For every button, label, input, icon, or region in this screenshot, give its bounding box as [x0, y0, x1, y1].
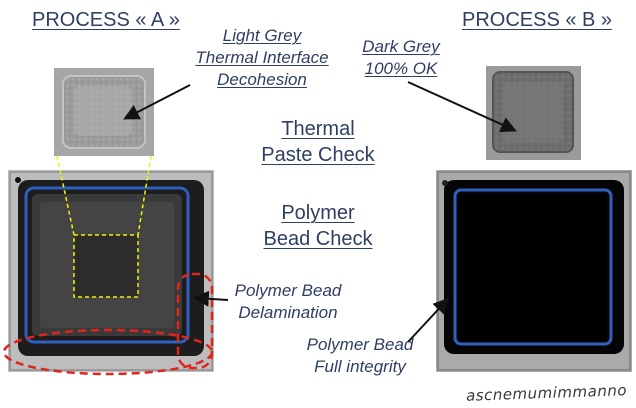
polymer-bead-check-label: Polymer Bead Check [240, 200, 396, 252]
process-a-interface-note: Light Grey Thermal Interface Decohesion [172, 25, 352, 91]
note-line: Polymer Bead [234, 281, 342, 300]
arrow-a-bead [192, 290, 229, 307]
process-b-bead-note: Polymer Bead Full integrity [296, 334, 424, 378]
process-b-thermal-paste-image [486, 66, 581, 160]
note-line: Polymer Bead [306, 335, 414, 354]
thermal-paste-check-label: Thermal Paste Check [240, 116, 396, 168]
arrow-b-bead [407, 297, 450, 343]
label-line: Paste Check [261, 144, 375, 166]
note-line: Decohesion [217, 70, 307, 89]
note-line: Dark Grey [362, 37, 440, 56]
note-line: Full integrity [314, 357, 406, 376]
process-b-title: PROCESS « B » [462, 9, 613, 31]
process-a-bead-package-image [8, 170, 214, 372]
label-line: Polymer [281, 202, 355, 224]
process-b-bead-package-image [436, 170, 632, 372]
process-a-bead-note: Polymer Bead Delamination [224, 280, 352, 324]
delamination-highlights [2, 272, 214, 376]
note-line: Thermal Interface [195, 48, 329, 67]
note-line: Light Grey [222, 26, 302, 45]
label-line: Bead Check [263, 228, 373, 250]
arrow-a-interface [123, 84, 191, 120]
process-a-title: PROCESS « A » [32, 9, 180, 31]
label-line: Thermal [281, 118, 355, 140]
zoom-indicator [56, 155, 152, 298]
arrow-b-interface [407, 81, 517, 133]
annotation-arrows [123, 81, 517, 343]
process-b-interface-note: Dark Grey 100% OK [348, 36, 454, 80]
note-line: Delamination [238, 303, 338, 322]
note-line: 100% OK [364, 59, 438, 78]
